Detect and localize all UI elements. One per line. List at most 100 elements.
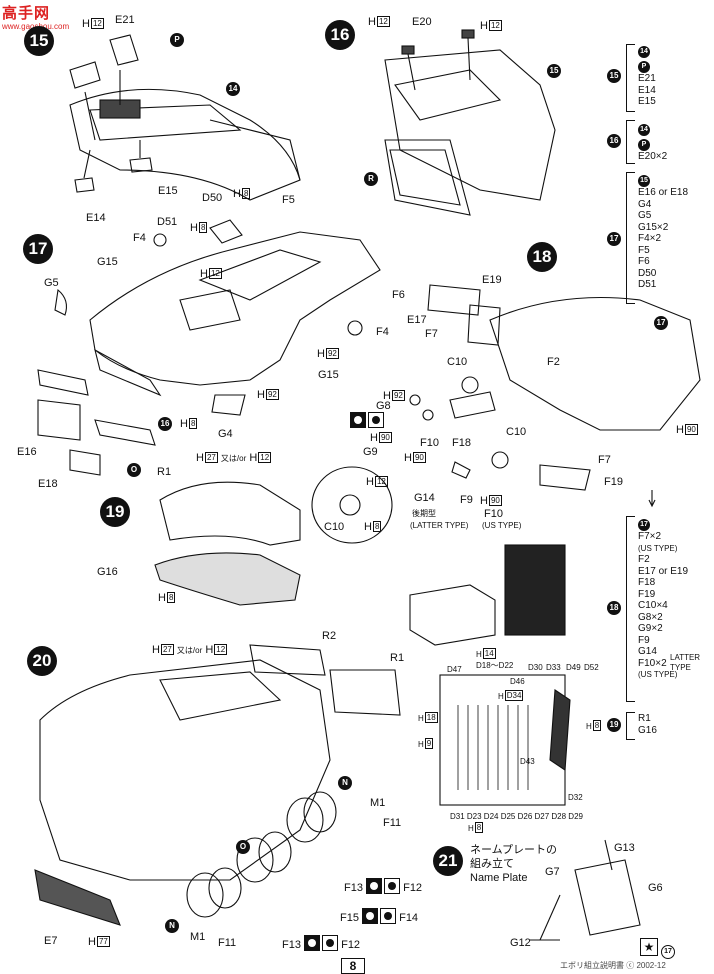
step-17-badge: 17 bbox=[23, 234, 53, 264]
label-d30: D30 bbox=[528, 663, 543, 672]
label-latter-jp: 後期型 bbox=[412, 509, 436, 518]
label-r1-b: R1 bbox=[390, 652, 405, 664]
label-f5: F5 bbox=[282, 194, 295, 206]
label-f11-a: F11 bbox=[383, 817, 402, 829]
label-f2: F2 bbox=[547, 356, 560, 368]
footer-text: エボリ組立説明書 ⓒ 2002-12 bbox=[560, 961, 666, 970]
step18-plate-e17 bbox=[427, 284, 481, 316]
label-d32: D32 bbox=[568, 793, 583, 802]
part-o-bullet: O bbox=[127, 463, 141, 477]
step16-panel-r bbox=[384, 139, 471, 216]
step15-cabin bbox=[89, 104, 242, 141]
step17-part-g4 bbox=[211, 394, 246, 416]
label-d18-d22: D18～D22 bbox=[476, 661, 514, 670]
label-e7: E7 bbox=[44, 935, 58, 947]
label-e21: E21 bbox=[115, 14, 135, 26]
step18-exhaust-right bbox=[491, 451, 509, 469]
label-d49: D49 bbox=[566, 663, 581, 672]
step17-car-body bbox=[89, 231, 381, 386]
label-g15-a: G15 bbox=[97, 256, 118, 268]
step19-frame-g16 bbox=[154, 552, 301, 606]
part-o-bullet-2: O bbox=[236, 840, 250, 854]
step-18-badge: 18 bbox=[527, 242, 557, 272]
step17-part-g5 bbox=[54, 288, 67, 316]
part-p-bullet: P bbox=[170, 33, 184, 47]
label-e16: E16 bbox=[17, 446, 37, 458]
label-g5: G5 bbox=[44, 277, 59, 289]
part-n-bullet-2: N bbox=[165, 919, 179, 933]
step20-roof-r2 bbox=[249, 644, 326, 676]
label-d43: D43 bbox=[520, 757, 535, 766]
part-n-bullet-1: N bbox=[338, 776, 352, 790]
wheel-3 bbox=[186, 872, 224, 918]
step19-roof-r1 bbox=[159, 481, 301, 546]
step18-exhaust-left bbox=[461, 376, 479, 394]
label-f6: F6 bbox=[392, 289, 405, 301]
label-f10-b: F10 bbox=[484, 508, 503, 520]
label-c10-a: C10 bbox=[447, 356, 468, 368]
step20-car-body bbox=[39, 659, 331, 881]
label-r2: R2 bbox=[322, 630, 337, 642]
label-d51: D51 bbox=[157, 216, 178, 228]
step17-light-e16 bbox=[37, 399, 81, 441]
label-e15: E15 bbox=[158, 185, 178, 197]
label-f18: F18 bbox=[452, 437, 471, 449]
label-latter-en: (LATTER TYPE) bbox=[410, 521, 469, 530]
label-f9: F9 bbox=[460, 494, 473, 506]
step15-mirror-e21 bbox=[109, 34, 139, 66]
label-f10-a: F10 bbox=[420, 437, 439, 449]
label-f7-a: F7 bbox=[425, 328, 438, 340]
label-g7: G7 bbox=[545, 866, 560, 878]
symbol-cement-a bbox=[350, 412, 384, 428]
step-16-badge: 16 bbox=[325, 20, 355, 50]
step17-bumper bbox=[37, 369, 89, 396]
label-g4: G4 bbox=[218, 428, 233, 440]
step-19-badge: 19 bbox=[100, 497, 130, 527]
step18-plate-e19 bbox=[467, 304, 501, 346]
label-g15-b: G15 bbox=[318, 369, 339, 381]
label-g8: G8 bbox=[376, 400, 391, 412]
label-d52: D52 bbox=[584, 663, 599, 672]
label-g9: G9 bbox=[363, 446, 378, 458]
step15-part-e15 bbox=[129, 157, 153, 173]
label-e17: E17 bbox=[407, 314, 427, 326]
step15-mirror-left bbox=[69, 61, 101, 89]
label-star-17: ★ 17 bbox=[640, 938, 676, 959]
part-17-bullet: 17 bbox=[654, 316, 668, 330]
step17-windshield bbox=[198, 249, 322, 301]
wheel-1 bbox=[286, 797, 324, 843]
step-20-badge: 20 bbox=[27, 646, 57, 676]
part-15-bullet: 15 bbox=[547, 64, 561, 78]
watermark-logo: 高手网 bbox=[2, 5, 51, 22]
part-14-bullet: 14 bbox=[226, 82, 240, 96]
label-e20: E20 bbox=[412, 16, 432, 28]
label-g16: G16 bbox=[97, 566, 118, 578]
step-15-badge: 15 bbox=[24, 26, 54, 56]
wheel-2 bbox=[236, 837, 274, 883]
label-f13-b: F13 F12 bbox=[282, 935, 360, 951]
step16-body bbox=[384, 49, 556, 201]
label-r1-a: R1 bbox=[157, 466, 172, 478]
page-number: 8 bbox=[341, 958, 365, 974]
step-21-badge: 21 bbox=[433, 846, 463, 876]
